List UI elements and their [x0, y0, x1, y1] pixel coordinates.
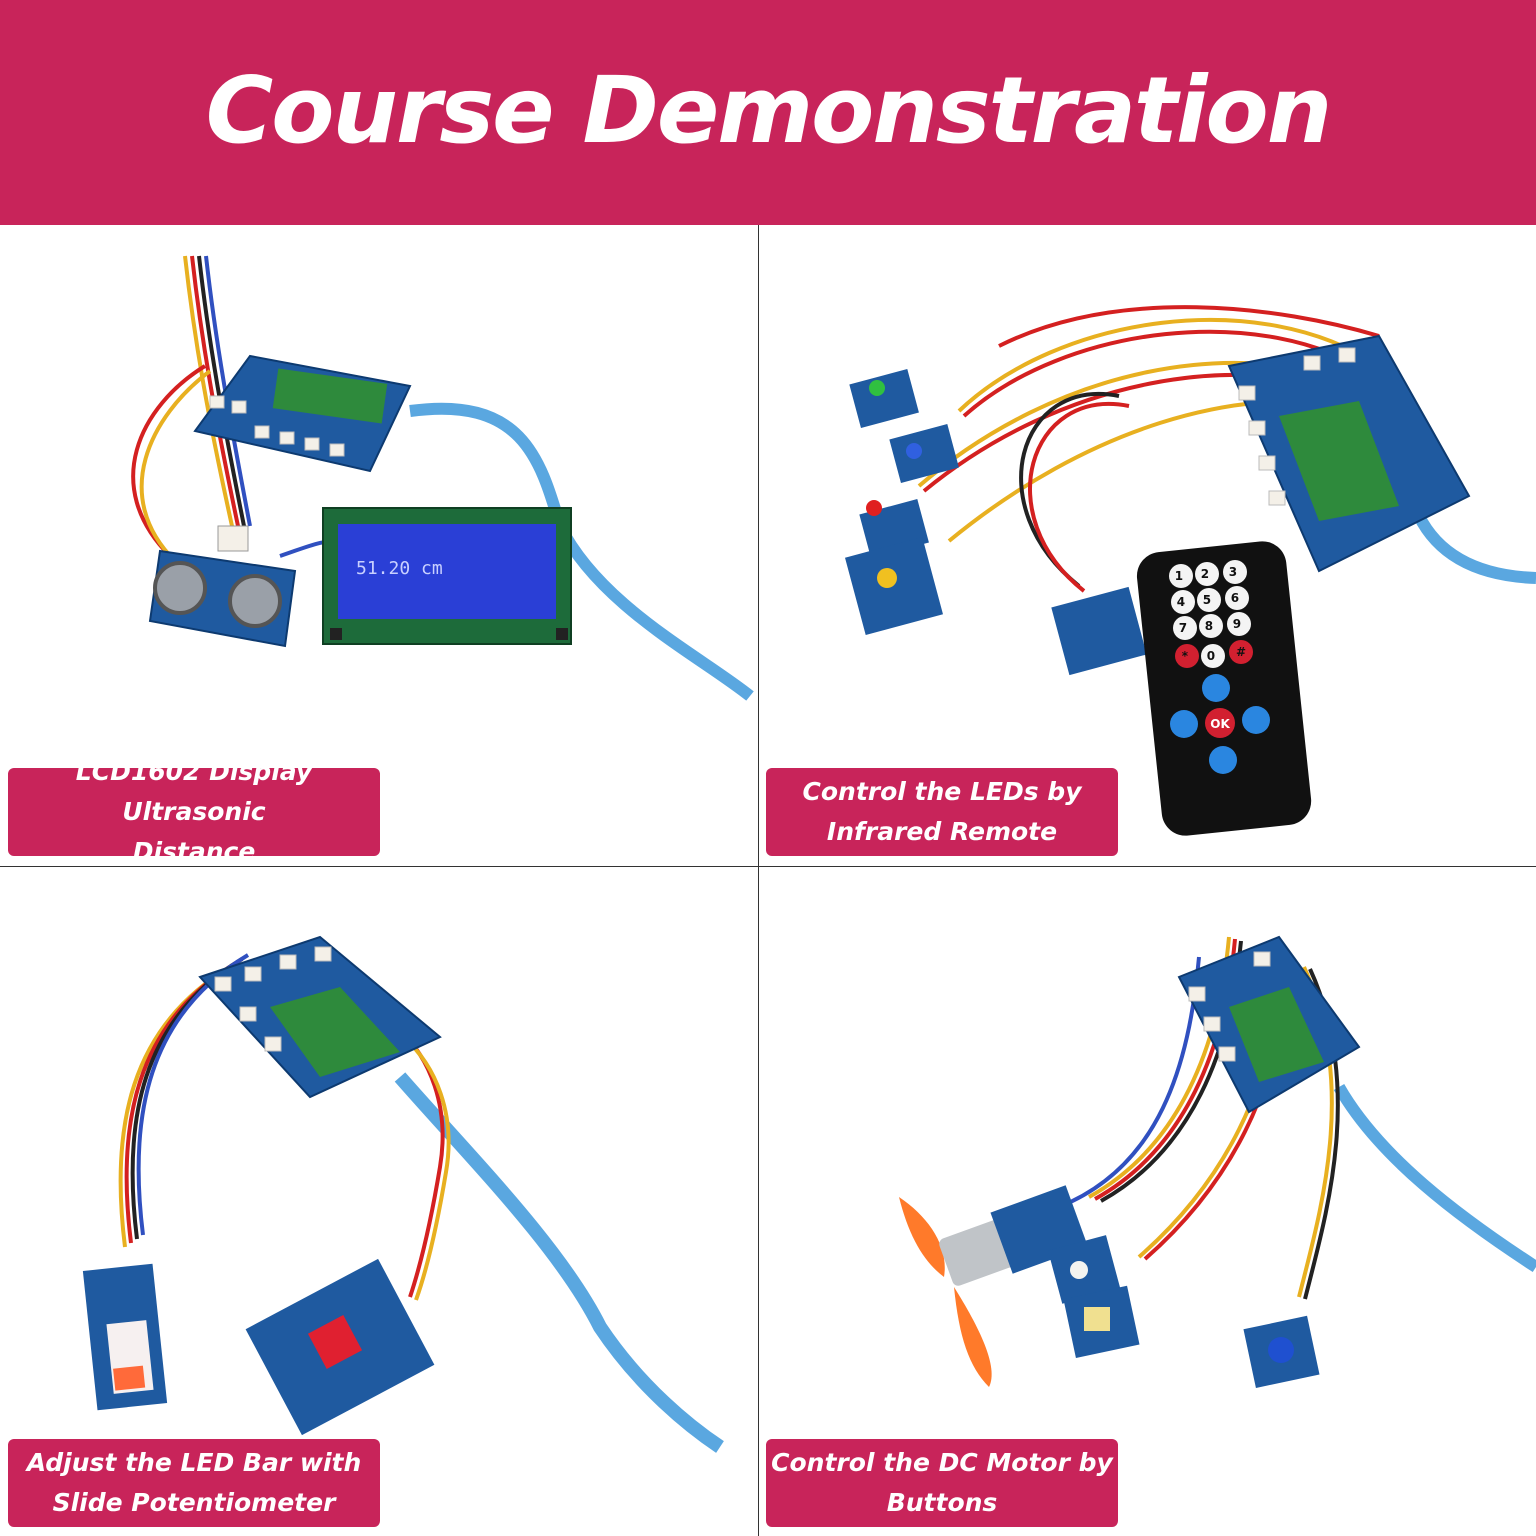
page-title: Course Demonstration — [205, 57, 1333, 164]
caption-line: Buttons — [886, 1488, 998, 1517]
remote-key: 5 — [1203, 593, 1211, 607]
caption-lcd-ultrasonic: LCD1602 Display Ultrasonic Distance — [8, 757, 380, 866]
caption-led-bar-slider: Adjust the LED Bar with Slide Potentiome… — [8, 1439, 380, 1527]
photo-ir-remote-leds: 1 2 3 4 5 6 7 8 9 * 0 # OK — [845, 305, 1536, 836]
panel-dc-motor-buttons: Control the DC Motor by Buttons — [759, 867, 1536, 1536]
caption-line: LCD1602 Display Ultrasonic — [75, 757, 313, 826]
remote-key: 3 — [1229, 565, 1237, 579]
remote-key: 2 — [1201, 567, 1209, 581]
caption-line: Adjust the LED Bar with — [26, 1448, 362, 1477]
svg-text:1 2 3: 1 2 3 4 5 6 7 8 9 * 0 # — [1175, 565, 1246, 663]
remote-ok-key: OK — [1210, 717, 1230, 731]
remote-key: 1 — [1175, 569, 1183, 583]
panel-lcd-ultrasonic: 51.20 cm LCD1602 Display Ultrasonic Dist… — [0, 226, 758, 866]
caption-line: Slide Potentiometer — [52, 1488, 336, 1517]
panel-ir-remote-leds: 1 2 3 4 5 6 7 8 9 * 0 # OK Control the — [759, 226, 1536, 866]
caption-ir-remote-leds: Control the LEDs by Infrared Remote — [766, 768, 1118, 856]
photo-led-bar-slider — [82, 935, 724, 1453]
caption-line: Control the LEDs by — [802, 777, 1082, 806]
remote-key: 9 — [1233, 617, 1241, 631]
caption-line: Distance — [132, 837, 256, 866]
remote-key: # — [1236, 645, 1246, 659]
remote-key: 6 — [1231, 591, 1239, 605]
caption-dc-motor-buttons: Control the DC Motor by Buttons — [766, 1439, 1118, 1527]
remote-key: * — [1182, 649, 1189, 663]
caption-line: Infrared Remote — [826, 817, 1058, 846]
lcd-reading: 51.20 cm — [356, 558, 443, 579]
remote-key: 0 — [1207, 649, 1215, 663]
photo-dc-motor-buttons — [899, 935, 1536, 1388]
photo-lcd-ultrasonic: 51.20 cm — [131, 255, 754, 701]
grid-divider-vertical — [758, 225, 759, 1536]
panel-led-bar-slider: Adjust the LED Bar with Slide Potentiome… — [0, 867, 758, 1536]
grid-divider-horizontal — [0, 866, 1536, 867]
header-banner: Course Demonstration — [0, 0, 1536, 225]
remote-key: 8 — [1205, 619, 1213, 633]
remote-key: 7 — [1179, 621, 1187, 635]
caption-line: Control the DC Motor by — [771, 1448, 1113, 1477]
remote-keypad: 1 2 3 4 5 6 7 8 9 * 0 # OK — [1169, 560, 1270, 774]
remote-key: 4 — [1177, 595, 1185, 609]
